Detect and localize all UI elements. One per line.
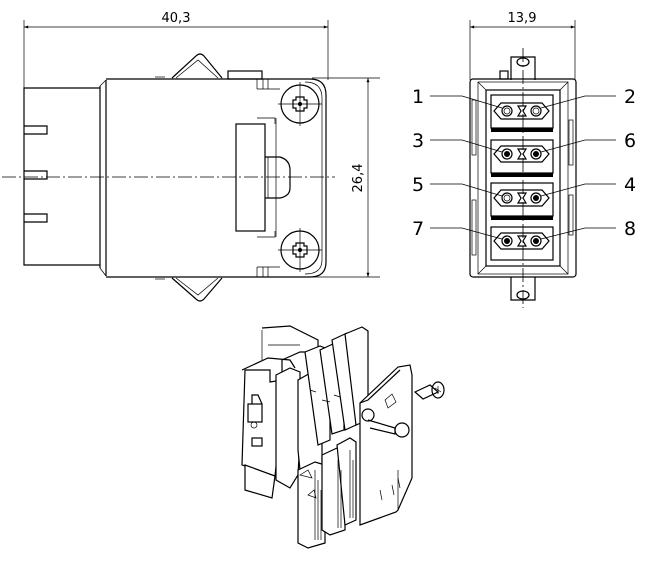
height-dimension-label: 26,4	[351, 164, 366, 193]
screw-icon	[278, 82, 322, 126]
screw-icon	[278, 228, 322, 272]
pin-label: 3	[412, 130, 424, 152]
pin-cavity-row-1	[490, 94, 554, 132]
front-width-dimension: 13,9	[469, 11, 576, 80]
width-dimension-label: 40,3	[162, 11, 191, 26]
pin-label: 4	[624, 174, 636, 196]
pin-label: 8	[624, 218, 636, 240]
front-width-dimension-label: 13,9	[508, 11, 537, 26]
pin-label: 5	[412, 174, 424, 196]
front-view: 13,9	[412, 11, 636, 308]
pin-cavity-row-3	[490, 182, 554, 220]
isometric-exploded-view	[241, 325, 445, 549]
pin-cavity-row-4	[490, 226, 554, 261]
pin-label: 2	[624, 86, 636, 108]
height-dimension: 26,4	[312, 77, 380, 278]
pin-label: 6	[624, 130, 636, 152]
width-dimension: 40,3	[23, 11, 329, 88]
pin-cavity-row-2	[490, 139, 554, 177]
pin-label: 1	[412, 86, 424, 108]
pin-label: 7	[412, 218, 424, 240]
screw-icon	[413, 381, 445, 400]
side-view: 40,3 26,4	[2, 11, 380, 302]
